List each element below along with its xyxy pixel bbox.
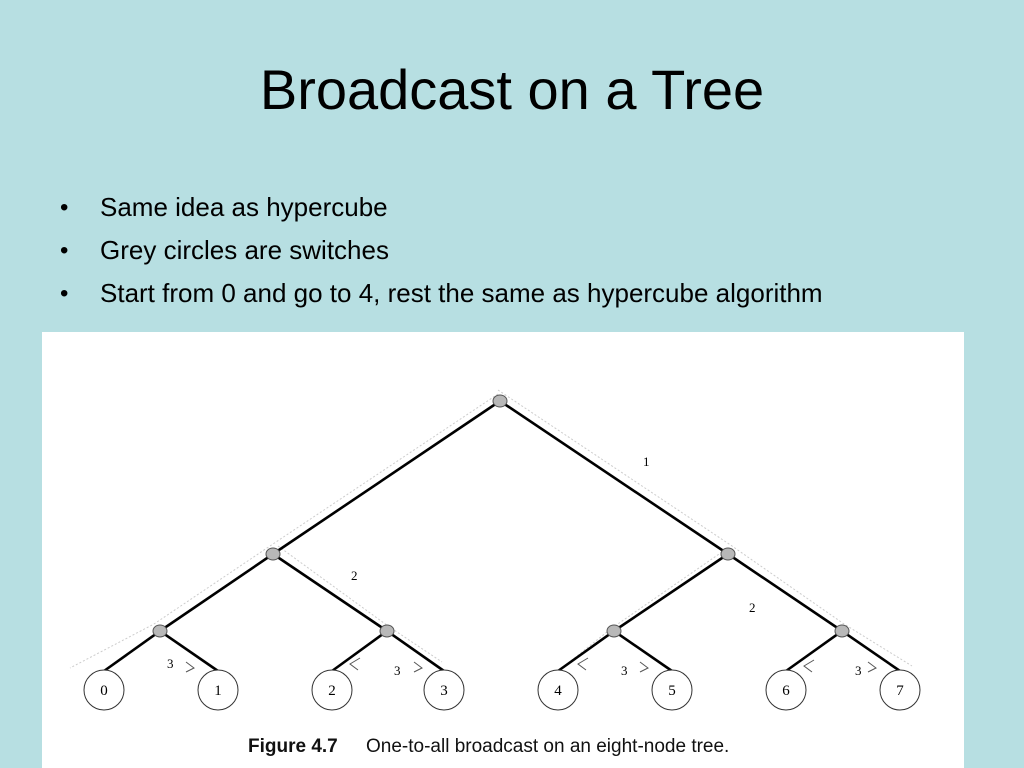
slide-title: Broadcast on a Tree — [259, 58, 765, 121]
switch-circle — [379, 624, 395, 638]
node-label: 0 — [100, 683, 108, 699]
bullet-list: Same idea as hypercube Grey circles are … — [60, 186, 823, 315]
edge — [785, 629, 843, 673]
step-label: 3 — [167, 656, 174, 671]
processor-node — [83, 669, 125, 711]
edge — [727, 552, 843, 633]
node-label: 2 — [328, 683, 336, 699]
arrow-icon — [803, 659, 815, 673]
switch-circle — [720, 547, 736, 561]
edge — [331, 629, 388, 673]
edge — [613, 552, 729, 633]
tree-edges — [103, 399, 901, 673]
processor-node — [879, 669, 921, 711]
node-label: 4 — [554, 683, 562, 699]
processor-node — [765, 669, 807, 711]
switch-circle — [265, 547, 281, 561]
edge — [841, 629, 901, 673]
processor-node — [423, 669, 465, 711]
processor-node — [311, 669, 353, 711]
switch-circle — [606, 624, 622, 638]
step-label: 2 — [351, 568, 358, 583]
processor-nodes: 0 1 2 3 4 5 6 7 — [83, 669, 921, 711]
edge — [499, 399, 729, 556]
edge — [159, 552, 274, 633]
tree-diagram: 1 2 2 3 3 3 3 0 1 2 3 4 5 6 7 — [69, 389, 921, 711]
arrow-icon — [577, 657, 589, 671]
step-label: 3 — [621, 663, 628, 678]
edge — [557, 629, 615, 673]
edge — [272, 552, 388, 633]
node-label: 6 — [782, 683, 790, 699]
figure-number: Figure 4.7 — [248, 736, 338, 757]
arrow-icon — [867, 661, 877, 673]
step-labels: 1 2 2 3 3 3 3 — [167, 454, 862, 678]
bullet-item: Grey circles are switches — [60, 229, 823, 272]
processor-node — [537, 669, 579, 711]
figure-caption-text: One-to-all broadcast on an eight-node tr… — [366, 736, 730, 757]
arrow-icon — [349, 657, 361, 671]
edge — [272, 399, 501, 556]
processor-node — [651, 669, 693, 711]
processor-node — [197, 669, 239, 711]
step-label: 2 — [749, 600, 756, 615]
step-label: 1 — [643, 454, 650, 469]
step-arrows — [185, 657, 877, 673]
edge — [386, 629, 445, 673]
bullet-item: Same idea as hypercube — [60, 186, 823, 229]
edge — [103, 629, 161, 673]
broadcast-path-outlines — [69, 389, 913, 669]
node-label: 1 — [214, 683, 222, 699]
switch-circle — [492, 394, 508, 408]
arrow-icon — [185, 661, 195, 673]
arrow-icon — [413, 661, 423, 673]
edge — [613, 629, 673, 673]
switches — [152, 394, 850, 638]
bullet-item: Start from 0 and go to 4, rest the same … — [60, 272, 823, 315]
switch-circle — [834, 624, 850, 638]
node-label: 5 — [668, 683, 676, 699]
path-outline-right — [497, 389, 913, 667]
node-label: 3 — [440, 683, 448, 699]
switch-circle — [152, 624, 168, 638]
edge — [159, 629, 219, 673]
step-label: 3 — [394, 663, 401, 678]
path-outline-mid-left — [277, 545, 443, 663]
step-label: 3 — [855, 663, 862, 678]
arrow-icon — [639, 661, 649, 673]
node-label: 7 — [896, 683, 904, 699]
path-outline-left — [69, 393, 499, 669]
figure-panel: 1 2 2 3 3 3 3 0 1 2 3 4 5 6 7 — [42, 332, 964, 768]
